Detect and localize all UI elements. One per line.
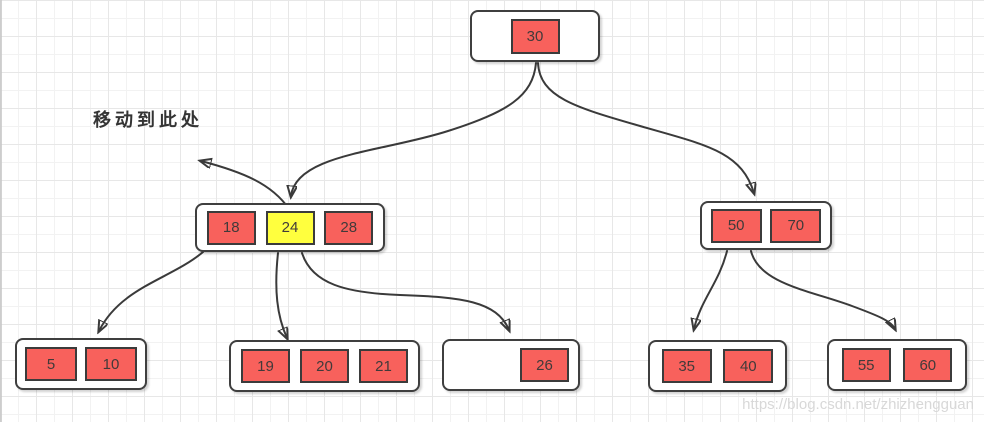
edge-root-to-right-child (537, 62, 754, 193)
edge-root-to-left-child (291, 62, 537, 196)
key-cell: 50 (710, 208, 762, 243)
key-cell: 5 (25, 347, 77, 381)
btree-node-leaf-3: 26 (442, 339, 580, 391)
btree-node-leaf-2: 19 20 21 (229, 340, 420, 392)
key-cell: 60 (903, 348, 953, 382)
key-cell: 18 (206, 210, 256, 245)
btree-node-internal-right: 50 70 (700, 201, 832, 250)
btree-node-leaf-1: 5 10 (15, 338, 147, 390)
key-cell-highlighted: 24 (265, 210, 315, 245)
edge-right-to-leaf4 (694, 250, 728, 329)
key-cell: 26 (520, 348, 569, 382)
key-cell: 70 (770, 208, 822, 243)
edge-left-to-leaf2 (275, 252, 287, 338)
key-cell: 40 (723, 349, 774, 383)
key-cell: 30 (510, 18, 560, 54)
csdn-blog-watermark: https://blog.csdn.net/zhizhengguan (742, 396, 974, 413)
screenshot-left-edge-line (0, 0, 2, 422)
edge-left-to-leaf1 (99, 251, 204, 331)
key-cell: 55 (841, 348, 891, 382)
btree-node-leaf-4: 35 40 (648, 340, 787, 392)
key-cell: 28 (324, 210, 374, 245)
edge-move-to-annotation-arrow (201, 161, 290, 210)
edge-left-to-leaf3 (301, 252, 509, 330)
btree-node-internal-left: 18 24 28 (195, 203, 385, 252)
key-cell: 20 (300, 349, 349, 383)
key-cell: 10 (85, 347, 137, 381)
key-cell: 19 (241, 349, 290, 383)
key-cell: 35 (661, 349, 712, 383)
key-cell: 21 (359, 349, 408, 383)
btree-node-root: 30 (470, 10, 600, 62)
edge-right-to-leaf5 (750, 250, 895, 329)
btree-node-leaf-5: 55 60 (827, 339, 967, 391)
move-here-annotation: 移动到此处 (93, 110, 203, 131)
